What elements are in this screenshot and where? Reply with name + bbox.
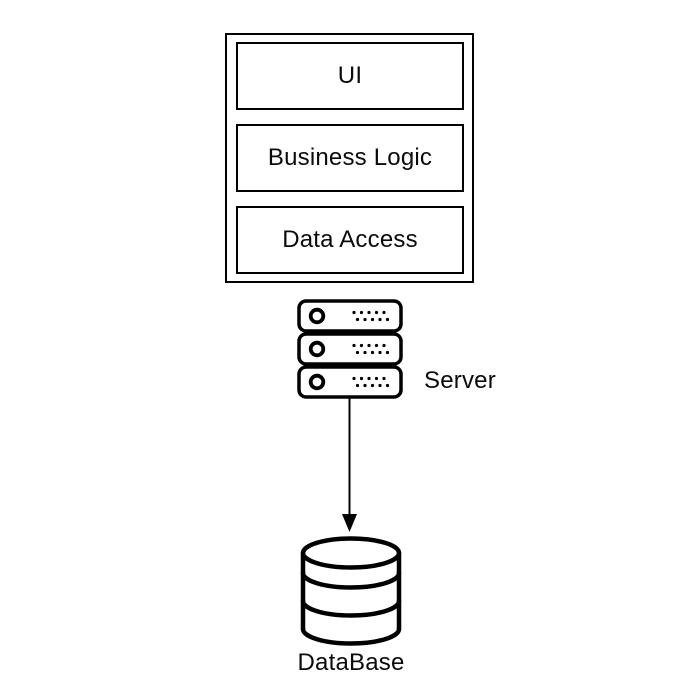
database-icon [300, 536, 402, 646]
layer-label-business-logic: Business Logic [267, 144, 433, 171]
layer-box-data-access: Data Access [236, 206, 464, 274]
server-vent-dots [352, 310, 390, 322]
server-icon [297, 299, 403, 399]
layer-label-data-access: Data Access [282, 226, 418, 253]
layer-box-ui: UI [236, 42, 464, 110]
three-tier-stack-box: UI Business Logic Data Access [225, 33, 474, 283]
arrow-down-icon [342, 397, 357, 532]
server-vent-dots [352, 376, 390, 388]
layer-box-business-logic: Business Logic [236, 124, 464, 192]
server-label: Server [424, 367, 496, 394]
database-label: DataBase [297, 649, 405, 676]
layer-label-ui: UI [337, 62, 363, 89]
server-vent-dots [352, 343, 390, 355]
